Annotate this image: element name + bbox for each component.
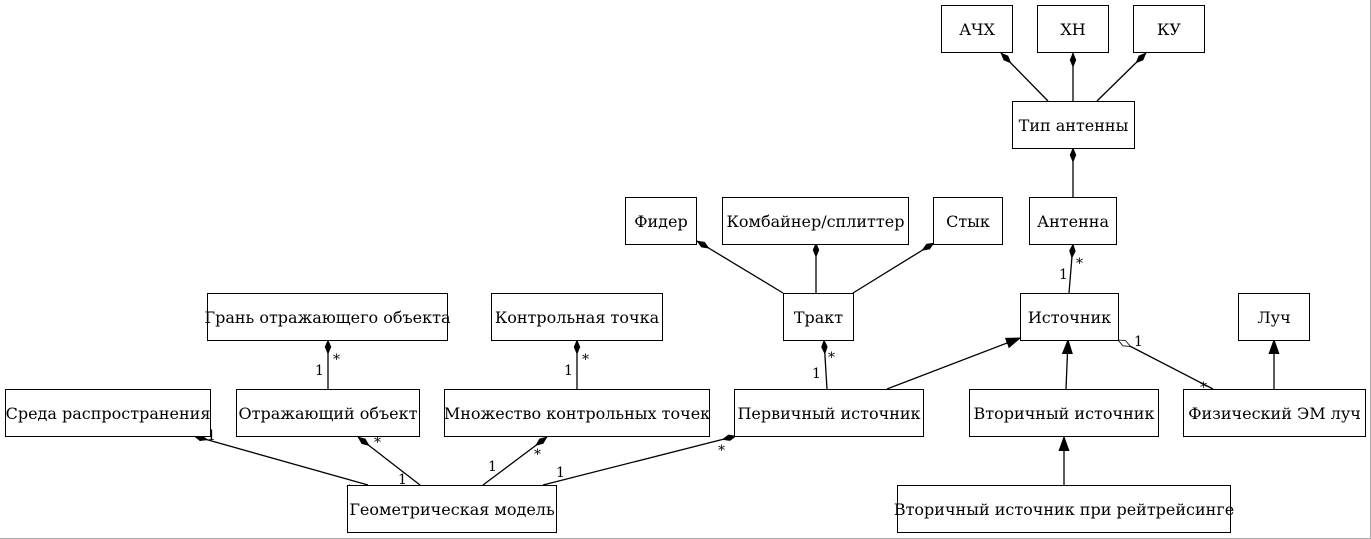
node-source: Источник (1020, 293, 1119, 341)
node-antenna-type-label: Тип антенны (1018, 115, 1129, 135)
node-antenna-label: Антенна (1037, 211, 1109, 231)
node-secondary-source-label: Вторичный источник (973, 403, 1155, 423)
mult-source-ray-many: * (1200, 380, 1207, 396)
mult-cp-set-one: 1 (564, 363, 573, 379)
node-control-point-label: Контрольная точка (494, 307, 660, 327)
node-physical-ray: Физический ЭМ луч (1183, 389, 1366, 437)
mult-set-model-far: 1 (488, 459, 497, 475)
edge-antenna-type-ku (1096, 53, 1146, 102)
node-reflecting-face: Грань отражающего объекта (204, 293, 451, 341)
mult-source-ray-one: 1 (1134, 334, 1143, 350)
edge-set-model (482, 436, 547, 486)
node-control-points-set-label: Множество контрольных точек (443, 403, 711, 423)
edge-tract-primary (824, 340, 827, 390)
node-control-points-set: Множество контрольных точек (444, 389, 710, 437)
mult-tract-primary-one: 1 (812, 366, 821, 382)
node-joint: Стык (933, 197, 1003, 245)
mult-medium-model-near: 1 (207, 428, 216, 444)
node-achh-label: АЧХ (959, 19, 995, 39)
node-xn-label: ХН (1060, 19, 1086, 39)
edge-tract-feeder (697, 240, 784, 294)
edge-tract-joint (852, 242, 934, 294)
node-ku: КУ (1133, 5, 1205, 53)
mult-antenna-source-one: 1 (1059, 267, 1068, 283)
node-control-point: Контрольная точка (491, 293, 663, 341)
node-secondary-raytracing-label: Вторичный источник при рейтрейсинге (893, 499, 1235, 519)
mult-face-object-many: * (333, 352, 340, 368)
node-source-label: Источник (1027, 307, 1112, 327)
node-achh: АЧХ (941, 5, 1013, 53)
node-combiner-label: Комбайнер/сплиттер (726, 211, 905, 231)
mult-primary-model-near: * (718, 443, 725, 459)
node-antenna: Антенна (1029, 197, 1117, 245)
node-geometric-model-label: Геометрическая модель (349, 499, 555, 519)
node-ku-label: КУ (1157, 19, 1181, 39)
node-tract: Тракт (783, 293, 854, 341)
edge-antenna-type-achh (1001, 53, 1049, 102)
mult-cp-set-many: * (582, 352, 589, 368)
node-reflecting-object-label: Отражающий объект (238, 403, 418, 423)
edge-primary-model (542, 436, 736, 486)
mult-tract-primary-many: * (828, 350, 835, 366)
edge-secondary-generalizes-source (1066, 340, 1068, 390)
node-feeder: Фидер (625, 197, 697, 245)
node-ray: Луч (1238, 293, 1310, 341)
node-feeder-label: Фидер (634, 211, 688, 231)
node-secondary-source: Вторичный источник (969, 389, 1159, 437)
node-reflecting-object: Отражающий объект (236, 389, 420, 437)
edge-source-physical-ray (1118, 339, 1214, 390)
mult-object-model-far: 1 (398, 472, 407, 488)
node-primary-source-label: Первичный источник (737, 403, 921, 423)
node-physical-ray-label: Физический ЭМ луч (1188, 403, 1361, 423)
node-secondary-raytracing: Вторичный источник при рейтрейсинге (893, 485, 1235, 533)
edge-primary-generalizes-source (886, 337, 1020, 390)
mult-primary-model-far: 1 (556, 465, 565, 481)
node-medium: Среда распространения (5, 389, 211, 437)
node-xn: ХН (1037, 5, 1109, 53)
mult-object-model-near: * (374, 435, 381, 451)
node-tract-label: Тракт (793, 307, 844, 327)
mult-set-model-near: * (534, 447, 541, 463)
node-ray-label: Луч (1257, 307, 1291, 327)
edge-object-model (358, 436, 421, 486)
node-combiner: Комбайнер/сплиттер (722, 197, 909, 245)
mult-face-object-one: 1 (315, 363, 324, 379)
node-primary-source: Первичный источник (734, 389, 924, 437)
node-antenna-type: Тип антенны (1012, 101, 1135, 149)
node-medium-label: Среда распространения (5, 403, 211, 423)
node-reflecting-face-label: Грань отражающего объекта (204, 307, 451, 327)
node-joint-label: Стык (946, 211, 990, 231)
node-geometric-model: Геометрическая модель (347, 485, 557, 533)
edge-medium-model (194, 436, 369, 486)
mult-antenna-source-many: * (1076, 256, 1083, 272)
edge-antenna-source (1068, 244, 1073, 294)
